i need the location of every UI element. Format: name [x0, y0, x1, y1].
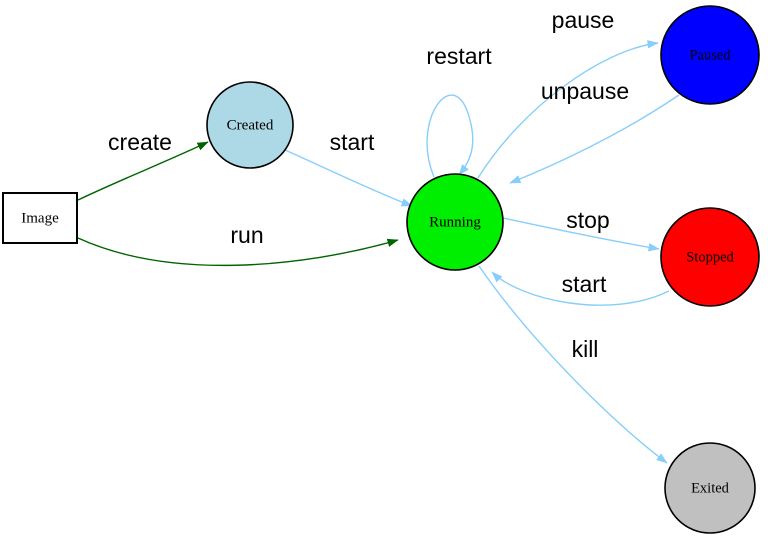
- node-exited[interactable]: Exited: [664, 442, 756, 534]
- edge-label-start-stopped: start: [562, 271, 607, 297]
- edge-pause: [477, 40, 659, 179]
- node-running[interactable]: Running: [406, 173, 504, 271]
- node-shape-exited: [664, 442, 756, 534]
- edge-start-created: [284, 149, 413, 207]
- node-shape-image: [2, 192, 78, 244]
- edge-label-restart: restart: [426, 43, 492, 69]
- node-shape-created: [206, 81, 294, 169]
- edge-restart: [426, 94, 474, 178]
- node-shape-stopped: [660, 207, 760, 307]
- node-image[interactable]: Image: [2, 192, 78, 244]
- edge-run: [77, 237, 399, 267]
- edge-label-kill: kill: [572, 336, 599, 362]
- edges-layer: [77, 40, 680, 464]
- node-shape-running: [406, 173, 504, 271]
- edge-label-start-created: start: [330, 129, 375, 155]
- node-shape-paused: [660, 5, 760, 105]
- edge-label-stop: stop: [566, 207, 609, 233]
- edge-start-stopped: [491, 271, 670, 306]
- edge-label-create: create: [108, 129, 172, 155]
- edge-labels-layer: create run start restart pause unpause stop sta…: [108, 7, 629, 362]
- edge-kill: [478, 265, 668, 464]
- node-created[interactable]: Created: [206, 81, 294, 169]
- node-paused[interactable]: Paused: [660, 5, 760, 105]
- edge-label-unpause: unpause: [541, 78, 629, 104]
- node-stopped[interactable]: Stopped: [660, 207, 760, 307]
- edge-stop: [502, 217, 660, 252]
- edge-label-pause: pause: [552, 7, 615, 33]
- edge-unpause: [509, 94, 680, 184]
- edge-create: [77, 141, 209, 201]
- edge-label-run: run: [230, 222, 263, 248]
